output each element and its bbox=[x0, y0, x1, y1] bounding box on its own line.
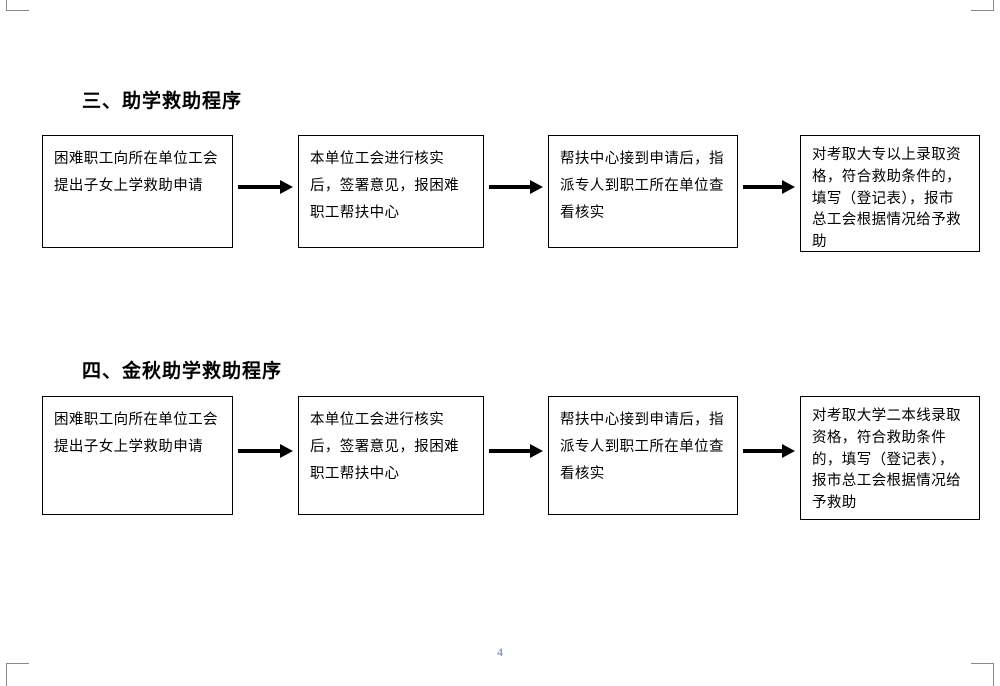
arrow-head bbox=[782, 180, 795, 194]
page-corner-mark-top-right bbox=[971, 0, 994, 11]
arrow-right-icon-1 bbox=[238, 444, 293, 458]
arrow-head bbox=[530, 444, 543, 458]
arrow-right-icon-2 bbox=[489, 444, 543, 458]
flowchart-section-1: 困难职工向所在单位工会提出子女上学救助申请 本单位工会进行核实后，签署意见，报困… bbox=[0, 135, 1000, 260]
page-corner-mark-top-left bbox=[6, 0, 29, 11]
flow-step-box-4: 对考取大专以上录取资格，符合救助条件的，填写（登记表），报市总工会根据情况给予救… bbox=[800, 135, 980, 252]
page-corner-mark-bottom-left bbox=[6, 663, 29, 686]
flow-step-box-3: 帮扶中心接到申请后，指派专人到职工所在单位查看核实 bbox=[548, 135, 738, 248]
section-heading-2: 四、金秋助学救助程序 bbox=[82, 360, 283, 382]
arrow-shaft bbox=[489, 185, 530, 189]
flow-step-box-1: 困难职工向所在单位工会提出子女上学救助申请 bbox=[42, 135, 233, 248]
arrow-right-icon-3 bbox=[743, 444, 795, 458]
page-corner-mark-bottom-right bbox=[971, 663, 994, 686]
page-number: 4 bbox=[497, 645, 503, 659]
arrow-shaft bbox=[238, 449, 280, 453]
section-heading-1: 三、助学救助程序 bbox=[82, 90, 243, 112]
flow-step-box-4: 对考取大学二本线录取资格，符合救助条件的，填写（登记表），报市总工会根据情况给予… bbox=[800, 396, 980, 520]
flow-step-box-2: 本单位工会进行核实后，签署意见，报困难职工帮扶中心 bbox=[298, 396, 484, 515]
arrow-right-icon-1 bbox=[238, 180, 293, 194]
arrow-shaft bbox=[743, 185, 782, 189]
arrow-shaft bbox=[489, 449, 530, 453]
arrow-head bbox=[782, 444, 795, 458]
arrow-head bbox=[280, 180, 293, 194]
flow-step-box-2: 本单位工会进行核实后，签署意见，报困难职工帮扶中心 bbox=[298, 135, 484, 248]
flowchart-section-2: 困难职工向所在单位工会提出子女上学救助申请 本单位工会进行核实后，签署意见，报困… bbox=[0, 396, 1000, 524]
arrow-shaft bbox=[238, 185, 280, 189]
arrow-right-icon-3 bbox=[743, 180, 795, 194]
flow-step-box-3: 帮扶中心接到申请后，指派专人到职工所在单位查看核实 bbox=[548, 396, 738, 515]
flow-step-box-1: 困难职工向所在单位工会提出子女上学救助申请 bbox=[42, 396, 233, 515]
arrow-head bbox=[530, 180, 543, 194]
arrow-right-icon-2 bbox=[489, 180, 543, 194]
arrow-head bbox=[280, 444, 293, 458]
arrow-shaft bbox=[743, 449, 782, 453]
